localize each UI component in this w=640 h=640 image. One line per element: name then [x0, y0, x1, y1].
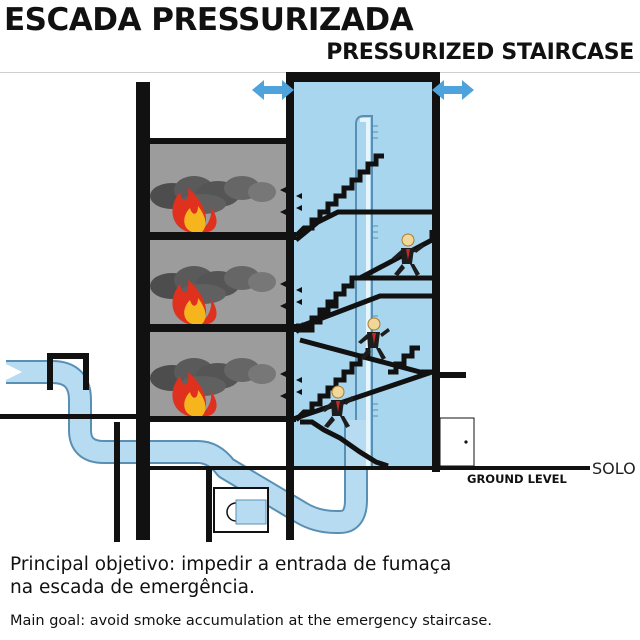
- caption-english: Main goal: avoid smoke accumulation at t…: [10, 613, 492, 629]
- fan-unit: [213, 487, 269, 533]
- intake-arrow-icon: [6, 364, 22, 380]
- vent-exhaust-arrows: [252, 80, 474, 100]
- ground-line: [150, 466, 590, 470]
- caption-pt-line-1: Principal objetivo: impedir a entrada de…: [10, 554, 452, 575]
- ground-level-label: GROUND LEVEL: [467, 472, 567, 486]
- building-walls: [0, 72, 466, 542]
- double-arrow-icon: [432, 80, 474, 100]
- exit-door: [439, 417, 475, 467]
- caption-pt-line-2: na escada de emergência.: [10, 577, 255, 598]
- caption-portuguese: Principal objetivo: impedir a entrada de…: [10, 553, 610, 599]
- double-arrow-icon: [252, 80, 294, 100]
- solo-label: SOLO: [592, 459, 636, 478]
- staircase: [294, 153, 435, 469]
- title-portuguese: ESCADA PRESSURIZADA: [4, 2, 414, 38]
- intake-housing: [47, 353, 89, 390]
- title-english: PRESSURIZED STAIRCASE: [326, 40, 634, 65]
